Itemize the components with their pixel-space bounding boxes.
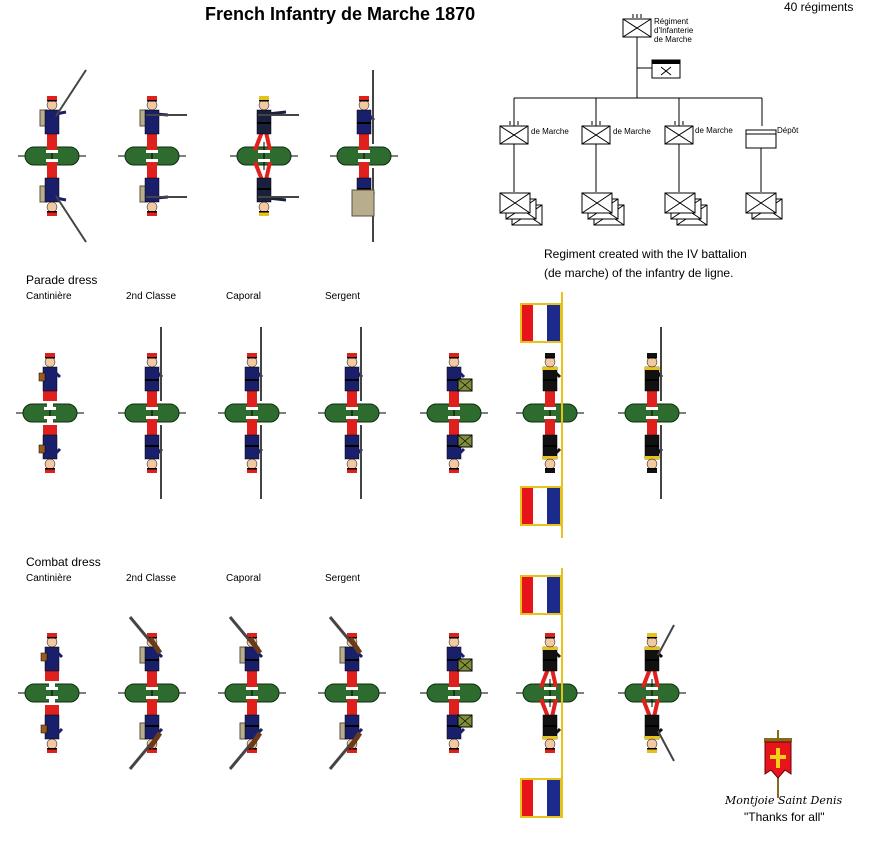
- battalion-label: de Marche: [613, 127, 651, 136]
- battalion-label: de Marche: [695, 126, 733, 135]
- battalion-label: de Marche: [531, 127, 569, 136]
- regiment-note-1: Regiment created with the IV battalion: [544, 247, 747, 261]
- tricolor-flag-icon: [520, 778, 562, 818]
- regiment-count: 40 régiments: [784, 0, 854, 14]
- drummer-parade-figure: [420, 353, 488, 473]
- depot-label: Dépôt: [777, 126, 799, 135]
- rank-label: Cantinière: [26, 291, 72, 302]
- hq-symbol: [637, 59, 681, 79]
- rank-label: Caporal: [226, 573, 262, 584]
- infantryman-figure-aiming: [118, 96, 187, 216]
- officer-figure-pistol: [230, 96, 299, 216]
- parade-heading: Parade dress: [26, 273, 98, 287]
- org-chart: [499, 14, 783, 226]
- cantiniere-parade-figure: [16, 353, 84, 473]
- thanks-note: "Thanks for all": [744, 810, 825, 824]
- drummer-combat-figure: [420, 633, 488, 753]
- second-class-parade-figure: [118, 327, 186, 499]
- standard-bearer-combat-figure: [516, 568, 584, 818]
- caporal-combat-figure: [218, 616, 286, 770]
- regiment-label-3: de Marche: [654, 35, 692, 44]
- battalion-symbols: [499, 121, 777, 192]
- motto: Montjoie Saint Denis: [725, 794, 843, 807]
- officer-parade-figure: [618, 327, 686, 499]
- rank-label: Sergent: [325, 291, 361, 302]
- caporal-parade-figure: [218, 327, 286, 499]
- regiment-label-1: Régiment: [654, 17, 689, 26]
- company-stacks: [499, 192, 783, 226]
- company-stack: [664, 192, 708, 226]
- tricolor-flag-icon: [520, 303, 562, 343]
- battalion-symbol: [664, 121, 694, 192]
- montjoie-banner-icon: [764, 730, 792, 798]
- officer-combat-figure: [618, 624, 686, 762]
- rank-label: Caporal: [226, 291, 262, 302]
- depot-symbol: [745, 129, 777, 192]
- battalion-symbol: [499, 121, 529, 192]
- tricolor-flag-icon: [520, 486, 562, 526]
- company-stack: [499, 192, 543, 226]
- combat-heading: Combat dress: [26, 555, 101, 569]
- rank-label: 2nd Classe: [126, 573, 177, 584]
- standard-bearer-parade-figure: [516, 292, 584, 538]
- tricolor-flag-icon: [520, 575, 562, 615]
- rank-label: 2nd Classe: [126, 291, 177, 302]
- second-class-combat-figure: [118, 616, 186, 770]
- regiment-label-2: d'Infanterie: [654, 26, 694, 35]
- page-title: French Infantry de Marche 1870: [205, 4, 476, 24]
- infantryman-figure-ready: [330, 70, 398, 242]
- cantiniere-combat-figure: [18, 633, 86, 753]
- sergent-combat-figure: [318, 616, 386, 770]
- regiment-note-2: (de marche) of the infantry de ligne.: [544, 266, 734, 280]
- company-stack: [581, 192, 625, 226]
- sergent-parade-figure: [318, 327, 386, 499]
- infantryman-figure-aiming-high: [18, 69, 87, 243]
- company-stack: [745, 192, 783, 220]
- battalion-symbol: [581, 121, 611, 192]
- rank-label: Sergent: [325, 573, 361, 584]
- rank-label: Cantinière: [26, 573, 72, 584]
